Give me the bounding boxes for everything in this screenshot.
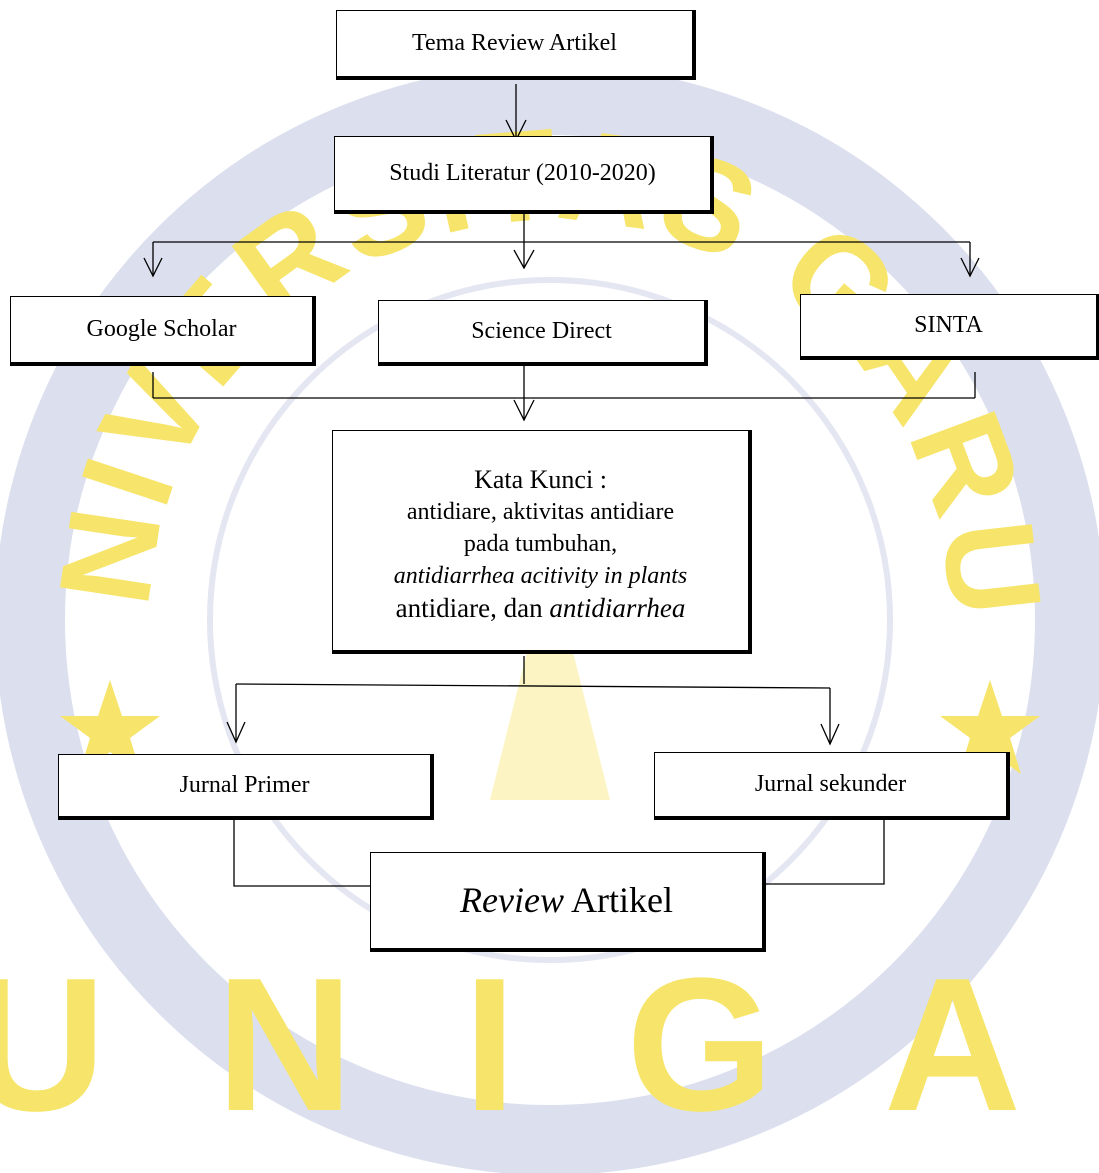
watermark-star-right [940, 680, 1040, 774]
science-direct-box: Science Direct [378, 300, 708, 366]
studi-literatur-box: Studi Literatur (2010-2020) [334, 136, 714, 214]
kata-kunci-line-4: antidiare, dan antidiarrhea [395, 592, 686, 623]
jurnal-sekunder-box: Jurnal sekunder [654, 752, 1010, 820]
jurnal-primer-box: Jurnal Primer [58, 754, 434, 820]
watermark-inner-ring [207, 277, 893, 963]
watermark-outer-ring [0, 65, 1099, 1173]
jurnal-primer-label: Jurnal Primer [179, 772, 310, 799]
watermark-star-left [60, 680, 160, 774]
studi-literatur-label: Studi Literatur (2010-2020) [389, 160, 656, 187]
jurnal-sekunder-label: Jurnal sekunder [754, 771, 907, 798]
review-artikel-label: Review Artikel [460, 879, 673, 920]
tema-review-box: Tema Review Artikel [336, 10, 696, 80]
kata-kunci-line-1: antidiare, aktivitas antidiare [406, 498, 675, 525]
watermark-emblem [490, 560, 610, 800]
science-direct-label: Science Direct [471, 318, 612, 345]
kata-kunci-line-2: pada tumbuhan, [463, 530, 618, 557]
review-artikel-box: Review Artikel [370, 852, 766, 952]
sinta-label: SINTA [914, 312, 983, 339]
google-scholar-box: Google Scholar [10, 296, 316, 366]
kata-kunci-line-3: antidiarrhea acitivity in plants [393, 562, 688, 589]
google-scholar-label: Google Scholar [86, 316, 237, 343]
kata-kunci-heading: Kata Kunci : [474, 464, 607, 494]
kata-kunci-box: Kata Kunci : antidiare, aktivitas antidi… [332, 430, 752, 654]
sinta-box: SINTA [800, 294, 1099, 360]
watermark-bottom-text: UNIGA [0, 939, 1099, 1151]
tema-review-label: Tema Review Artikel [412, 30, 617, 57]
